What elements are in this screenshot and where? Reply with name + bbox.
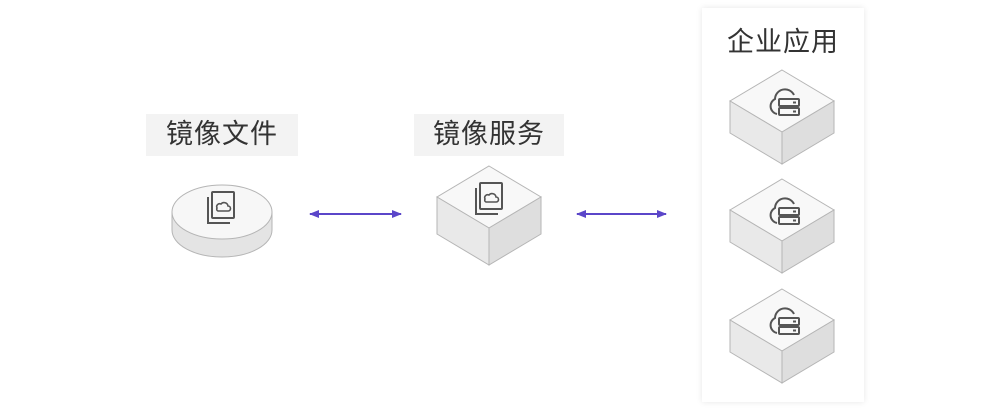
image-stack-icon [475,182,503,215]
enterprise-app-block-1 [729,69,835,165]
image-service-label: 镜像服务 [414,114,564,156]
image-file-label: 镜像文件 [146,114,298,156]
cloud-server-icon [769,197,800,225]
enterprise-app-block-2 [729,178,835,274]
image-file-disk [171,184,273,258]
cloud-server-icon [769,307,800,335]
image-service-block [436,165,542,266]
enterprise-apps-title: 企业应用 [727,27,839,58]
enterprise-app-block-3 [729,288,835,384]
cloud-server-icon [769,88,800,116]
image-stack-icon [207,191,235,224]
